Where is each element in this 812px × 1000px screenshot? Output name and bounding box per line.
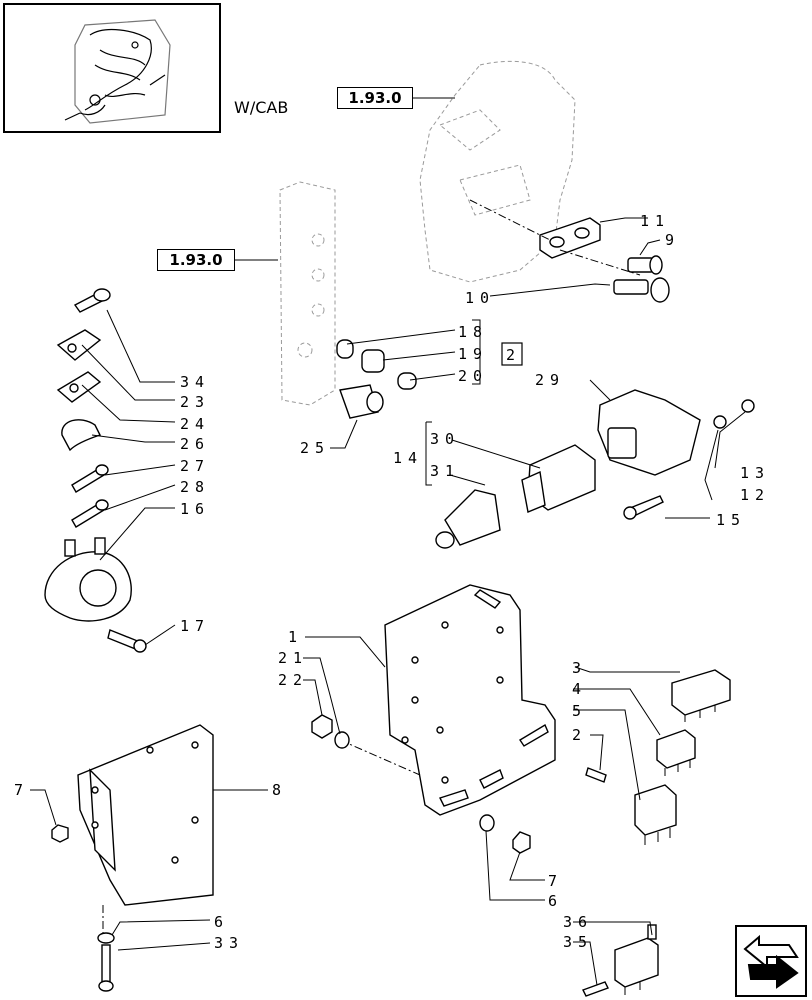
callout-5: 5 [572, 702, 587, 720]
callout-36: 36 [563, 913, 593, 931]
nut-7 [51, 824, 69, 843]
callout-4: 4 [572, 680, 587, 698]
callout-8: 8 [272, 781, 287, 799]
callout-26: 26 [180, 435, 210, 453]
callout-33: 33 [214, 934, 244, 952]
switch-plate [539, 217, 601, 259]
callout-11: 11 [640, 212, 670, 230]
callout-3: 3 [572, 659, 587, 677]
callout-18: 18 [458, 323, 488, 341]
socket-bracket-29 [597, 389, 755, 476]
relay-3 [671, 669, 731, 722]
callout-9: 9 [665, 231, 680, 249]
quantity-value: 2 [506, 346, 515, 364]
leader-lines [30, 217, 746, 986]
relay-5 [634, 784, 677, 845]
callout-7-right: 7 [548, 872, 563, 890]
mounting-bracket-8 [77, 724, 214, 906]
relay-36 [582, 924, 659, 997]
harness-overview-image [64, 19, 171, 124]
callout-6-bottom: 6 [214, 913, 229, 931]
connector-9 [627, 255, 663, 275]
plug-30-31 [435, 444, 596, 549]
callout-27: 27 [180, 457, 210, 475]
connector-10 [613, 277, 670, 303]
cab-frame-outline [419, 60, 576, 283]
callout-17: 17 [180, 617, 210, 635]
callout-22: 22 [278, 671, 308, 689]
bolt-33 [98, 944, 114, 992]
nut-washer-21-22 [311, 714, 350, 749]
callout-34: 34 [180, 373, 210, 391]
callout-13: 13 [740, 464, 770, 482]
reference-box-left[interactable]: 1.93.0 [157, 249, 235, 271]
left-hardware-stack [44, 288, 147, 653]
screw-15 [623, 495, 664, 520]
callout-12: 12 [740, 486, 770, 504]
callout-19: 19 [458, 345, 488, 363]
callout-2: 2 [572, 726, 587, 744]
callout-14: 14 [393, 449, 423, 467]
pillar-outline [279, 181, 336, 406]
callout-10: 10 [465, 289, 495, 307]
callout-7-left: 7 [14, 781, 29, 799]
callout-16: 16 [180, 500, 210, 518]
washer-6 [97, 932, 115, 944]
main-plate [384, 584, 556, 816]
callout-24: 24 [180, 415, 210, 433]
callout-35: 35 [563, 933, 593, 951]
callout-28: 28 [180, 478, 210, 496]
nut-washer-6-7 [479, 814, 531, 854]
callout-21: 21 [278, 649, 308, 667]
reference-box-top[interactable]: 1.93.0 [337, 87, 413, 109]
arrow-icon [743, 934, 799, 989]
callout-1: 1 [288, 628, 303, 646]
callout-6-right: 6 [548, 892, 563, 910]
quantity-box [501, 342, 523, 366]
callout-31: 31 [430, 462, 460, 480]
callout-15: 15 [716, 511, 746, 529]
locator-thumbnail[interactable] [3, 3, 221, 133]
callout-29: 29 [535, 371, 565, 389]
lamp-parts [336, 339, 417, 419]
variant-label: W/CAB [234, 98, 289, 117]
callout-30: 30 [430, 430, 460, 448]
callout-23: 23 [180, 393, 210, 411]
screw-2 [585, 767, 607, 783]
next-page-button[interactable] [735, 925, 807, 997]
callout-20: 20 [458, 367, 488, 385]
relay-4 [656, 729, 696, 776]
callout-25: 25 [300, 439, 330, 457]
